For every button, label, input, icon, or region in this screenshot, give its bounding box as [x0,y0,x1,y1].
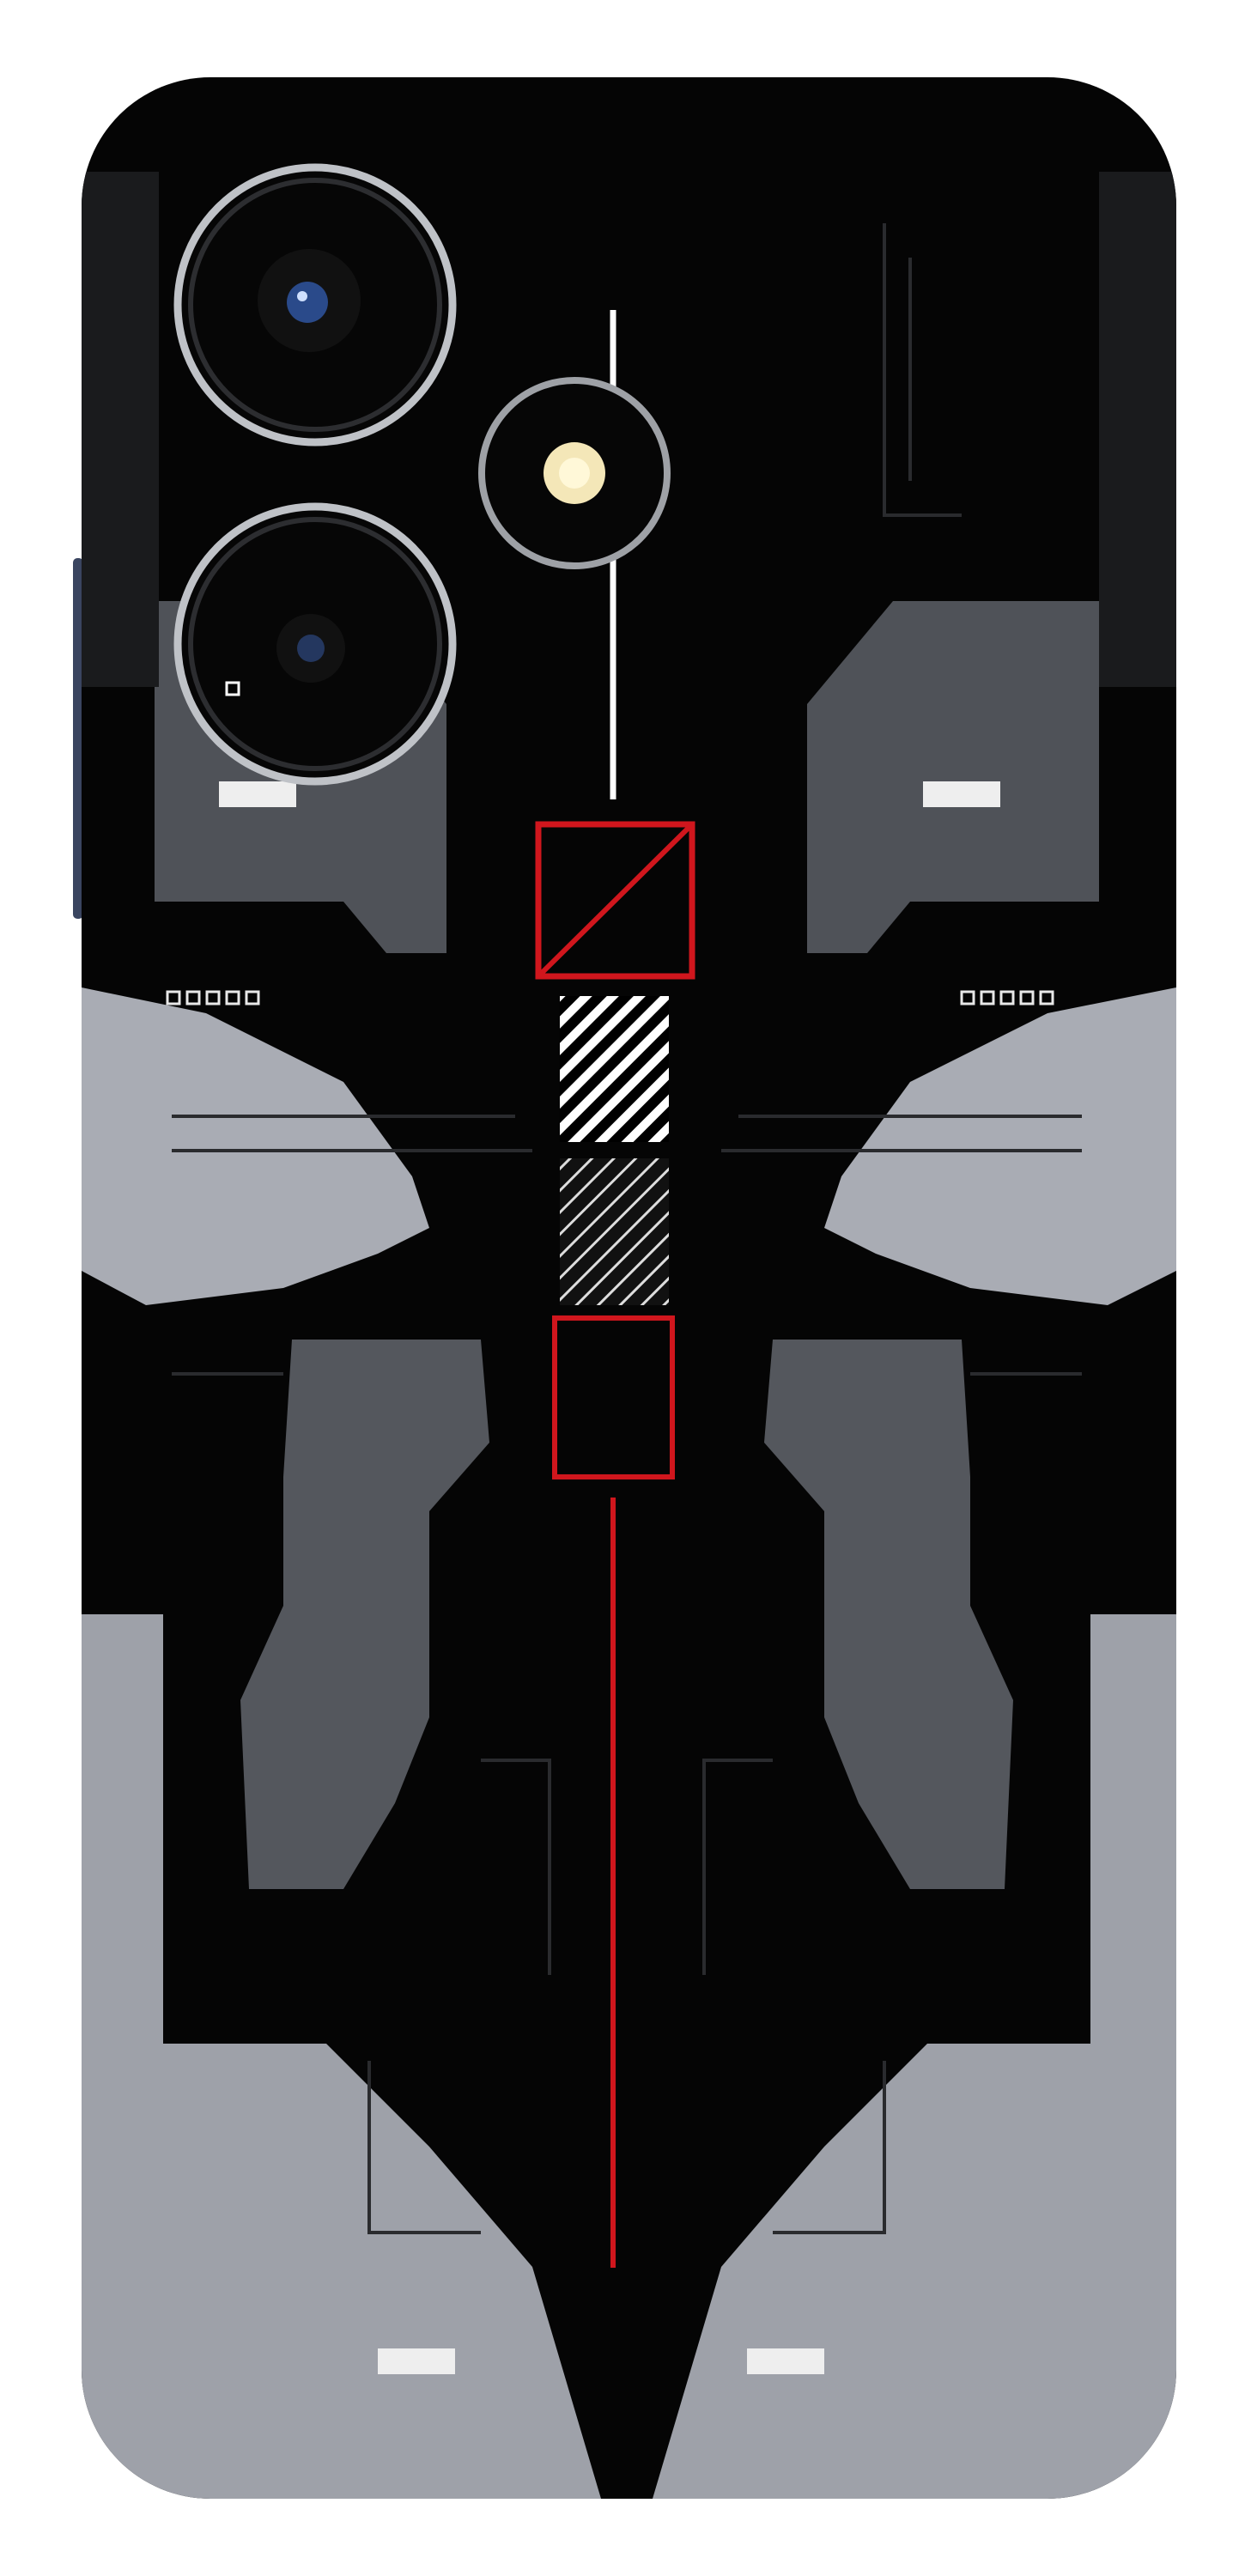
panel-top-right [807,601,1099,953]
panel-bottom-left [82,1614,601,2499]
red-diagonal [536,822,695,979]
camera-lens-icon [173,502,457,786]
arm-left [240,1340,489,1889]
red-square-top [535,821,695,980]
circuit-artwork [82,172,1176,2499]
side-button [73,558,83,919]
vent-left [219,781,296,807]
panel-bottom-right [653,1614,1176,2499]
hatched-block-fine [560,1158,669,1305]
hatched-block-bold [560,996,669,1142]
red-square-bottom [552,1315,675,1479]
wing-right [824,987,1176,1305]
vent-right [923,781,1000,807]
camera-lens-icon [173,163,457,447]
arm-right [764,1340,1013,1889]
flash-icon [478,377,671,569]
wing-left [82,987,429,1305]
